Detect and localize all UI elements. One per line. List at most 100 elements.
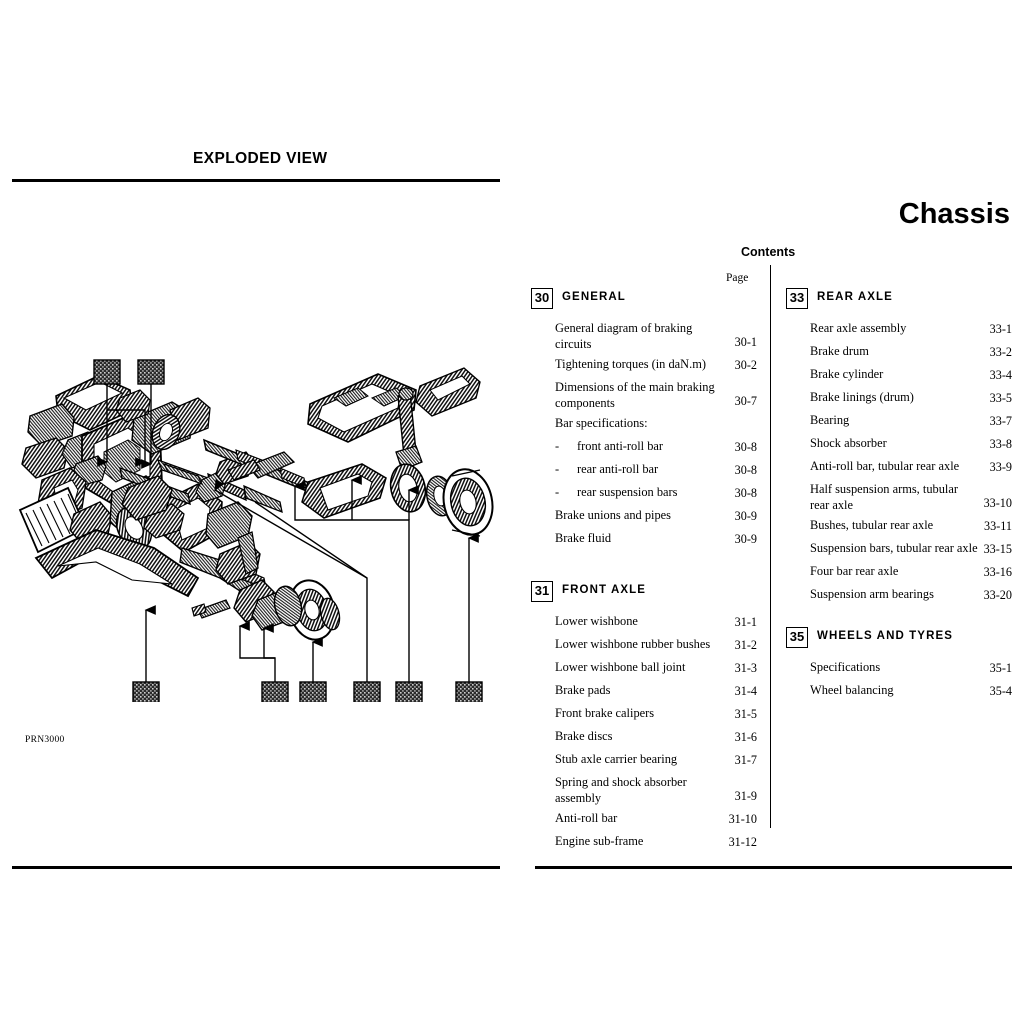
contents-entry[interactable]: Brake linings (drum) 33-5 — [810, 385, 1012, 408]
entry-page-number: 35-4 — [989, 683, 1012, 698]
entry-title: Brake linings (drum) — [810, 390, 914, 404]
entry-page-number: 33-1 — [989, 321, 1012, 336]
contents-entry[interactable]: Dimensions of the main braking component… — [555, 375, 757, 411]
section-number-badge: 33 — [786, 288, 808, 309]
entry-title: Bushes, tubular rear axle — [810, 518, 934, 532]
section-number-badge: 35 — [786, 627, 808, 648]
front-suspension-cluster — [119, 413, 341, 641]
entry-page-number: 31-12 — [728, 834, 757, 849]
section-header: 35 WHEELS AND TYRES — [786, 627, 1012, 649]
entry-page-number: 33-4 — [989, 367, 1012, 382]
entry-title: Four bar rear axle — [810, 564, 899, 578]
diagram-reference-code: PRN3000 — [25, 735, 65, 745]
entry-title: Tightening torques (in daN.m) — [555, 357, 706, 371]
entry-page-number: 31-6 — [734, 729, 757, 744]
callout-box — [137, 359, 165, 385]
contents-entry[interactable]: Anti-roll bar 31-10 — [555, 806, 757, 829]
contents-entry[interactable]: General diagram of braking circuits 30-1 — [555, 316, 757, 352]
callout-box — [261, 681, 289, 702]
contents-entry[interactable]: Specifications 35-1 — [810, 655, 1012, 678]
entry-dash-marker: - — [555, 485, 560, 499]
entry-page-number: 30-1 — [734, 334, 757, 349]
section-title: FRONT AXLE — [562, 584, 647, 596]
entry-page-number: 30-2 — [734, 357, 757, 372]
contents-entry[interactable]: Rear axle assembly 33-1 — [810, 316, 1012, 339]
entry-title: Brake cylinder — [810, 367, 884, 381]
callout-box — [93, 359, 121, 385]
entry-page-number: 30-9 — [734, 531, 757, 546]
exploded-view-diagram — [12, 352, 504, 702]
contents-entry[interactable]: Spring and shock absorber assembly 31-9 — [555, 770, 757, 806]
manual-section-title: Chassis — [898, 198, 1010, 230]
contents-entry[interactable]: Engine sub-frame 31-12 — [555, 829, 757, 852]
section-title: GENERAL — [562, 291, 626, 303]
entry-page-number: 33-5 — [989, 390, 1012, 405]
entry-title: Specifications — [810, 660, 881, 674]
entry-page-number: 31-10 — [728, 811, 757, 826]
contents-entry[interactable]: Tightening torques (in daN.m) 30-2 — [555, 352, 757, 375]
entry-page-number: 33-15 — [983, 541, 1012, 556]
entry-page-number: 31-4 — [734, 683, 757, 698]
entry-dash-marker: - — [555, 439, 560, 453]
entry-page-number: 30-8 — [734, 485, 757, 500]
footer-divider-rule-left — [12, 866, 500, 869]
section-number-badge: 30 — [531, 288, 553, 309]
diagram-callouts — [93, 359, 483, 702]
entry-page-number: 33-10 — [983, 495, 1012, 510]
entry-title: Brake unions and pipes — [555, 508, 671, 522]
entry-page-number: 31-3 — [734, 660, 757, 675]
entry-title: General diagram of braking circuits — [555, 321, 693, 351]
section-title: WHEELS AND TYRES — [817, 630, 954, 642]
entry-title: Spring and shock absorber assembly — [555, 775, 687, 805]
entry-page-number: 30-7 — [734, 393, 757, 408]
entry-title: Dimensions of the main braking component… — [555, 380, 715, 410]
diagram-parts — [18, 367, 494, 641]
entry-page-number: 31-9 — [734, 788, 757, 803]
entry-title: rear anti-roll bar — [577, 462, 659, 476]
entry-title: Rear axle assembly — [810, 321, 907, 335]
callout-box — [353, 681, 381, 702]
entry-page-number: 35-1 — [989, 660, 1012, 675]
entry-page-number: 30-8 — [734, 462, 757, 477]
entry-title: Engine sub-frame — [555, 834, 644, 848]
entry-page-number: 33-7 — [989, 413, 1012, 428]
contents-section-30: 30 GENERAL General diagram of braking circ… — [531, 288, 757, 549]
contents-entry[interactable]: Brake cylinder 33-4 — [810, 362, 1012, 385]
entry-page-number: 33-9 — [989, 459, 1012, 474]
contents-left-column: 30 GENERAL General diagram of braking circ… — [531, 288, 757, 852]
entry-page-number: 31-7 — [734, 752, 757, 767]
contents-entry[interactable]: Bar specifications: — [555, 411, 757, 434]
entry-page-number: 33-8 — [989, 436, 1012, 451]
entry-title: Anti-roll bar — [555, 811, 618, 825]
